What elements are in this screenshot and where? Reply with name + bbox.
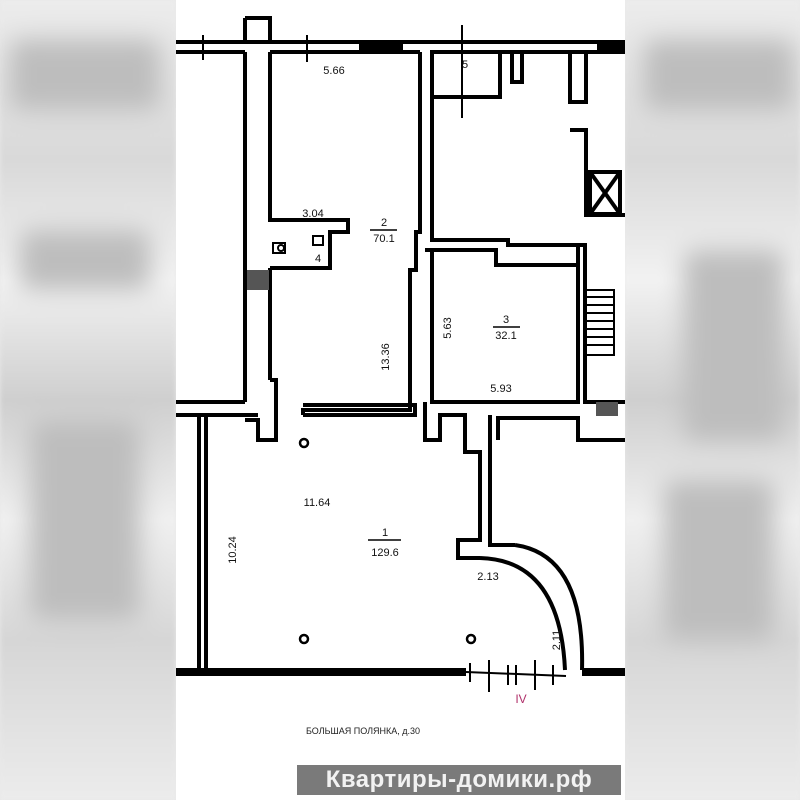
blurred-background-right <box>624 0 800 800</box>
room-2-area: 70.1 <box>373 233 394 245</box>
room-2-number: 2 <box>381 217 387 229</box>
dimension-label: 3.04 <box>302 208 323 220</box>
entrance-label: IV <box>515 692 526 706</box>
facade-wall <box>176 668 466 676</box>
room-1-number: 1 <box>382 527 388 539</box>
dimension-label: 2.13 <box>477 571 498 583</box>
room-3-number: 3 <box>503 314 509 326</box>
columns <box>298 437 477 645</box>
dimension-label: 5.66 <box>323 65 344 77</box>
dimension-label: 5.63 <box>442 317 454 338</box>
entrance-door <box>465 660 567 692</box>
dimension-label: 5.93 <box>490 383 511 395</box>
facade-wall <box>582 668 625 676</box>
street-address: БОЛЬШАЯ ПОЛЯНКА, д.30 <box>306 726 420 736</box>
toilet-fixture <box>272 235 324 254</box>
room-1-area: 129.6 <box>371 547 399 559</box>
room-3-area: 32.1 <box>495 330 516 342</box>
walls <box>176 16 625 671</box>
staircase <box>585 289 615 356</box>
room-5-number: 5 <box>462 59 468 71</box>
blurred-background-left <box>0 0 176 800</box>
dimension-label: 10.24 <box>227 536 239 564</box>
hatched-column <box>596 402 618 416</box>
floor-plan-sheet: 2 70.1 3 32.1 1 129.6 4 5 5.66 3.04 13.3… <box>176 0 625 800</box>
dimension-label: 2.11 <box>551 630 563 651</box>
dimension-label: 11.64 <box>304 497 331 509</box>
floor-plan: 2 70.1 3 32.1 1 129.6 4 5 5.66 3.04 13.3… <box>176 16 625 736</box>
dimension-label: 13.36 <box>380 343 392 371</box>
room-4-number: 4 <box>315 253 321 265</box>
windows <box>202 25 625 118</box>
watermark: Квартиры-домики.рф <box>297 765 621 795</box>
hatched-column <box>247 270 269 290</box>
